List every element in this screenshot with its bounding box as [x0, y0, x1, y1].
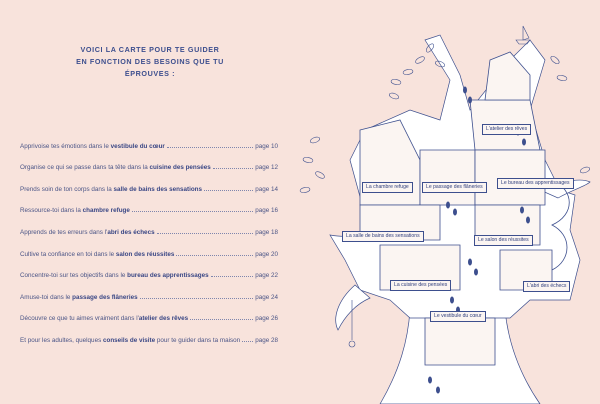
toc-item-room: chambre refuge — [82, 207, 130, 215]
label-vestibule: Le vestibule du cœur — [430, 311, 486, 322]
leaves — [299, 43, 591, 193]
toc-item-room: cuisine des pensées — [149, 164, 211, 172]
label-abri: L'abri des échecs — [523, 281, 571, 292]
room-attic — [484, 51, 531, 101]
toc-item-page: page 10 — [255, 142, 278, 150]
toc-item-page: page 24 — [255, 293, 278, 301]
toc-item-page: page 28 — [255, 336, 278, 344]
toc-item-text: Découvre ce que tu aimes vraiment dans l… — [20, 315, 139, 323]
label-passage: Le passage des flâneries — [422, 182, 487, 193]
toc-item-page: page 20 — [255, 250, 278, 258]
toc-item-suffix: pour te guider dans ta maison — [155, 336, 241, 344]
toc-item-page: page 18 — [255, 228, 278, 236]
toc-leader — [210, 276, 254, 278]
toc-item-room: passage des flâneries — [72, 293, 138, 301]
toc-item-page: page 22 — [255, 272, 278, 280]
toc-leader — [139, 297, 254, 299]
swing — [348, 340, 356, 348]
footprints — [428, 86, 530, 394]
toc-item-room: abri des échecs — [107, 228, 155, 236]
toc-leader — [212, 168, 254, 170]
toc-item[interactable]: Apprivoise tes émotions dans le vestibul… — [20, 128, 278, 150]
toc-item[interactable]: Organise ce qui se passe dans ta tête da… — [20, 150, 278, 172]
toc-item[interactable]: Concentre-toi sur tes objectifs dans le … — [20, 258, 278, 280]
room-passage — [419, 149, 476, 206]
boat-icon — [515, 25, 531, 45]
slide — [551, 179, 570, 271]
toc-item-text: Apprivoise tes émotions dans le — [20, 142, 111, 150]
toc-leader — [204, 189, 254, 191]
toc-item-page: page 14 — [255, 185, 278, 193]
toc-item[interactable]: Prends soin de ton corps dans la salle d… — [20, 171, 278, 193]
toc-item-text: Et pour les adultes, quelques — [20, 336, 103, 344]
toc-leader — [131, 211, 254, 213]
toc-item-room: salle de bains des sensations — [113, 185, 203, 193]
label-bureau: Le bureau des apprentissages — [497, 178, 574, 189]
table-of-contents: Apprivoise tes émotions dans le vestibul… — [20, 128, 278, 344]
toc-item[interactable]: Ressource-toi dans la chambre refuge pag… — [20, 193, 278, 215]
toc-item[interactable]: Apprends de tes erreurs dans l'abri des … — [20, 214, 278, 236]
label-chambre: La chambre refuge — [362, 182, 413, 193]
label-salon: Le salon des réussites — [474, 235, 533, 246]
room-vestibule — [424, 317, 496, 366]
toc-item-text: Prends soin de ton corps dans la — [20, 185, 114, 193]
toc-leader — [242, 340, 254, 342]
toc-item[interactable]: Cultive ta confiance en toi dans le salo… — [20, 236, 278, 258]
intro-line-2: EN FONCTION DES BESOINS QUE TU ÉPROUVES … — [76, 57, 224, 78]
tree-house-map: L'atelier des rêves La chambre refuge Le… — [290, 0, 600, 404]
left-lower-branch — [335, 284, 371, 331]
toc-item-room: conseils de visite — [102, 336, 156, 344]
tree-house-illustration — [299, 25, 591, 404]
toc-item[interactable]: Et pour les adultes, quelques conseils d… — [20, 322, 278, 344]
toc-leader — [176, 254, 254, 256]
toc-item-room: atelier des rêves — [138, 315, 189, 323]
toc-item-page: page 12 — [255, 164, 278, 172]
toc-item-text: Organise ce qui se passe dans ta tête da… — [20, 164, 150, 172]
toc-item-text: Concentre-toi sur tes objectifs dans le — [20, 272, 128, 280]
toc-item-text: Amuse-toi dans le — [20, 293, 73, 301]
toc-item-room: salon des réussites — [115, 250, 175, 258]
toc-leader — [166, 146, 254, 148]
toc-leader — [190, 319, 254, 321]
toc-item[interactable]: Amuse-toi dans le passage des flâneries … — [20, 279, 278, 301]
label-cuisine: La cuisine des pensées — [390, 280, 452, 291]
toc-leader — [156, 232, 254, 234]
toc-item-room: bureau des apprentissages — [127, 272, 209, 280]
toc-item-room: vestibule du cœur — [110, 142, 165, 150]
toc-item-page: page 26 — [255, 315, 278, 323]
toc-item-text: Cultive ta confiance en toi dans le — [20, 250, 116, 258]
intro-heading: VOICI LA CARTE POUR TE GUIDER EN FONCTIO… — [70, 44, 230, 80]
label-atelier: L'atelier des rêves — [482, 124, 532, 135]
room-cuisine — [379, 244, 461, 291]
toc-item-text: Ressource-toi dans la — [20, 207, 83, 215]
toc-item-text: Apprends de tes erreurs dans l' — [20, 228, 108, 236]
intro-line-1: VOICI LA CARTE POUR TE GUIDER — [80, 45, 220, 54]
toc-item-page: page 16 — [255, 207, 278, 215]
toc-item[interactable]: Découvre ce que tu aimes vraiment dans l… — [20, 301, 278, 323]
label-salle: La salle de bains des sensations — [342, 231, 424, 242]
